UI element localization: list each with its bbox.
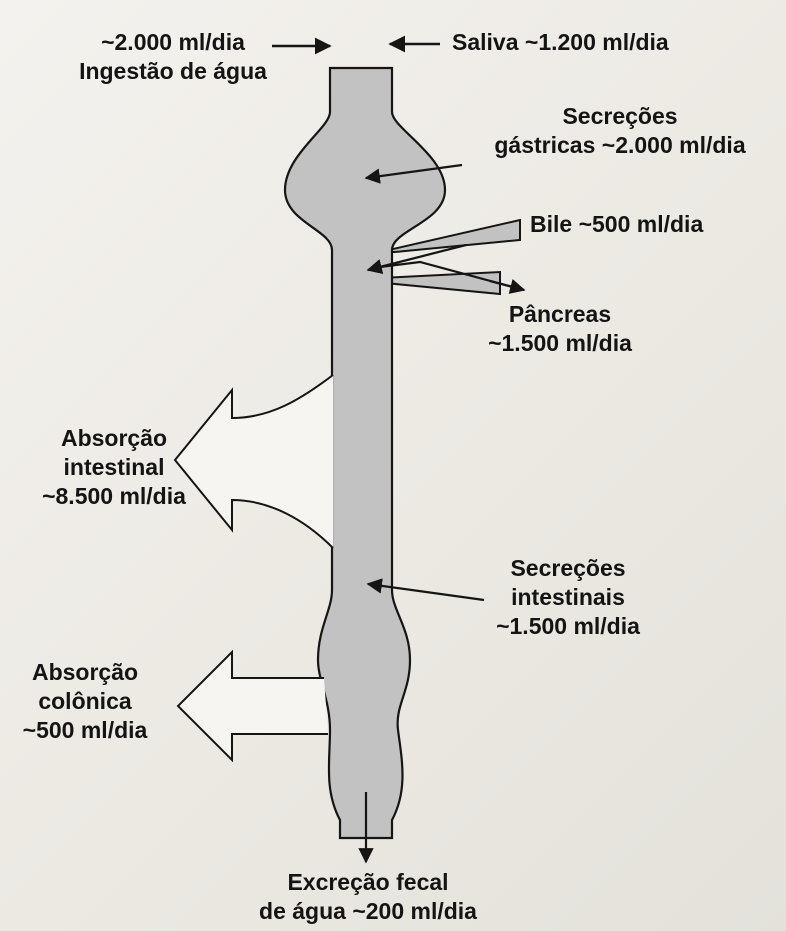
gastric-secretions-line1: Secreções (450, 102, 786, 131)
intestinal-absorption-line2: intestinal (14, 453, 214, 482)
pancreas-line1: Pâncreas (460, 300, 660, 329)
fecal-excretion-line2: de água ~200 ml/dia (218, 897, 518, 926)
colonic-absorption-label: Absorção colônica ~500 ml/dia (0, 658, 170, 745)
pancreas-label: Pâncreas ~1.500 ml/dia (460, 300, 660, 358)
pancreatic-duct (380, 272, 500, 294)
colonic-absorption-arrow (178, 652, 328, 760)
saliva-label: Saliva ~1.200 ml/dia (452, 28, 669, 57)
water-intake-title: Ingestão de água (48, 57, 298, 86)
intestinal-absorption-line3: ~8.500 ml/dia (14, 482, 214, 511)
intestinal-secretions-line1: Secreções (468, 554, 668, 583)
intestinal-absorption-line1: Absorção (14, 424, 214, 453)
colonic-absorption-line1: Absorção (0, 658, 170, 687)
intestinal-secretions-line3: ~1.500 ml/dia (468, 612, 668, 641)
colonic-absorption-line3: ~500 ml/dia (0, 716, 170, 745)
pancreas-line2: ~1.500 ml/dia (460, 329, 660, 358)
water-intake-amount: ~2.000 ml/dia (48, 28, 298, 57)
fecal-excretion-label: Excreção fecal de água ~200 ml/dia (218, 868, 518, 926)
intestinal-secretions-label: Secreções intestinais ~1.500 ml/dia (468, 554, 668, 641)
colonic-absorption-line2: colônica (0, 687, 170, 716)
fecal-excretion-line1: Excreção fecal (218, 868, 518, 897)
intestinal-absorption-label: Absorção intestinal ~8.500 ml/dia (14, 424, 214, 511)
gastric-secretions-label: Secreções gástricas ~2.000 ml/dia (450, 102, 786, 160)
bile-label: Bile ~500 ml/dia (530, 210, 703, 239)
water-intake-label: ~2.000 ml/dia Ingestão de água (48, 28, 298, 86)
gastric-secretions-line2: gástricas ~2.000 ml/dia (450, 131, 786, 160)
intestinal-secretions-line2: intestinais (468, 583, 668, 612)
